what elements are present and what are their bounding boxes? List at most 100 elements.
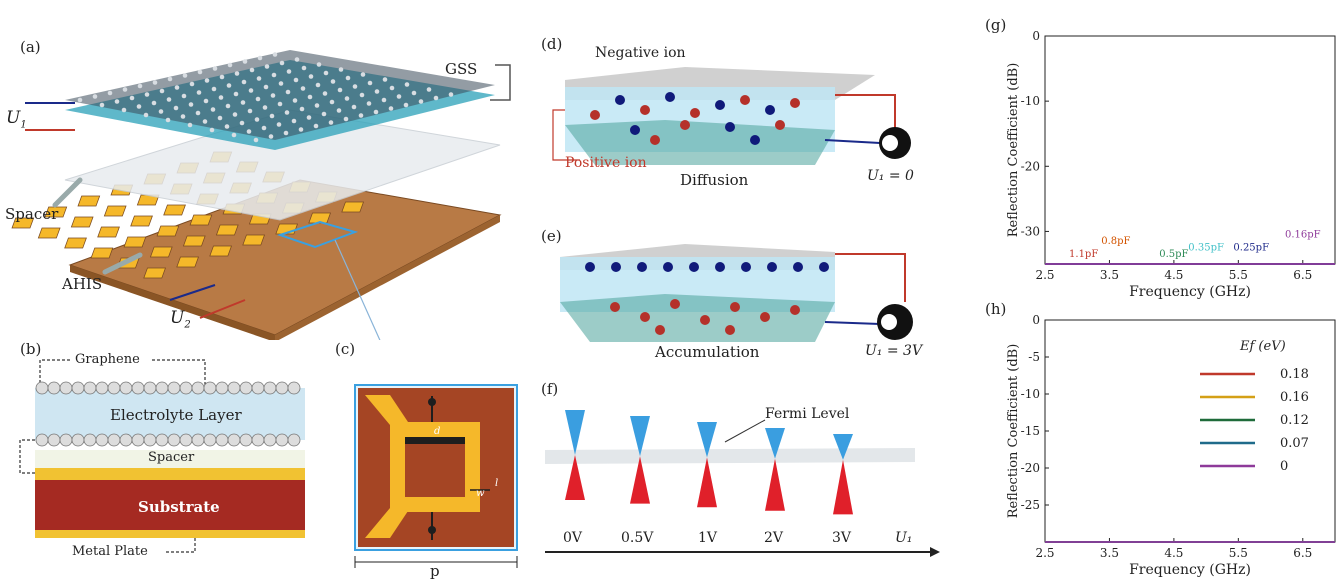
y-tick-label: -10 — [1021, 387, 1040, 401]
graphene-atom — [71, 433, 85, 447]
negative-ion — [637, 262, 647, 272]
carbon-atom — [448, 92, 454, 97]
gss-label: GSS — [445, 60, 478, 78]
tick-0v: 0V — [563, 530, 583, 546]
carbon-atom — [381, 97, 387, 103]
carbon-atom — [159, 88, 165, 94]
x-tick-label: 6.5 — [1293, 546, 1312, 560]
legend-label: 0.12 — [1280, 413, 1309, 428]
tick-2v: 2V — [764, 530, 784, 546]
positive-ion — [655, 325, 665, 335]
negative-ion-label: Negative ion — [595, 45, 686, 61]
dirac-cone-upper — [565, 410, 585, 455]
carbon-atom — [328, 120, 334, 125]
panel-e: (e) Accumulation U₁ = 3V — [535, 222, 935, 382]
gold-patch — [44, 206, 68, 218]
positive-ion — [610, 302, 620, 312]
gold-patch — [130, 215, 153, 227]
carbon-atom — [241, 79, 247, 85]
carbon-atom — [217, 115, 223, 121]
carbon-atom — [242, 59, 248, 64]
legend-label: 0.18 — [1280, 367, 1309, 382]
carbon-atom — [209, 127, 215, 133]
graphene-atom — [59, 381, 73, 395]
carbon-atom — [211, 86, 217, 92]
carbon-atom — [187, 122, 193, 128]
graphene-atom — [155, 381, 169, 395]
positive-ion — [670, 299, 680, 309]
positive-ion — [650, 135, 660, 145]
carbon-atom — [336, 108, 342, 113]
positive-ion-label: Positive ion — [565, 155, 647, 171]
legend-label: 0.16 — [1280, 390, 1309, 405]
carbon-atom — [174, 85, 180, 90]
u1-3v-label: U₁ = 3V — [865, 343, 923, 359]
carbon-atom — [313, 123, 319, 129]
carbon-atom — [358, 113, 364, 118]
negative-ion — [765, 105, 775, 115]
carbon-atom — [203, 98, 209, 104]
carbon-atom — [322, 91, 328, 96]
carbon-atom — [247, 108, 253, 114]
carbon-atom — [307, 94, 313, 100]
carbon-atom — [285, 89, 291, 95]
carbon-atom — [330, 79, 336, 84]
gold-patch — [123, 236, 147, 248]
carbon-atom — [136, 104, 142, 109]
carbon-atom — [233, 91, 239, 97]
graphene-atom — [35, 381, 49, 395]
legend-label: 0 — [1280, 459, 1288, 474]
carbon-atom — [404, 82, 410, 87]
graphene-atom — [227, 433, 241, 447]
carbon-atom — [338, 67, 344, 72]
y-tick-label: -30 — [1021, 224, 1040, 238]
carbon-atom — [232, 112, 238, 117]
x-tick-label: 5.5 — [1229, 268, 1248, 282]
graphene-atom — [215, 433, 229, 447]
x-tick-label: 2.5 — [1035, 268, 1054, 282]
panel-a: (a) GSS U1 Spacer AHIS U2 — [0, 0, 520, 340]
tick-1v: 1V — [698, 530, 718, 546]
carbon-atom — [345, 75, 351, 81]
carbon-atom — [403, 102, 409, 108]
gold-patch — [215, 224, 239, 236]
positive-ion — [790, 98, 800, 108]
x-axis-label: Frequency (GHz) — [1129, 284, 1251, 300]
substrate-label: Substrate — [138, 498, 220, 516]
carbon-atom — [166, 97, 172, 102]
carbon-atom — [299, 106, 305, 112]
carbon-atom — [308, 74, 314, 79]
gold-patch — [103, 205, 127, 217]
carbon-atom — [411, 90, 417, 96]
metal-plate-label: Metal Plate — [72, 544, 148, 559]
carbon-atom — [121, 107, 127, 113]
positive-ion — [790, 305, 800, 315]
carbon-atom — [261, 125, 267, 131]
graphene-atom — [35, 433, 49, 447]
carbon-atom — [195, 110, 201, 116]
graphene-atom — [95, 381, 109, 395]
panel-h-label: (h) — [985, 300, 1007, 318]
gold-patch — [77, 195, 101, 207]
x-tick-label: 6.5 — [1293, 268, 1312, 282]
dirac-cone-upper — [765, 428, 785, 459]
gold-patch — [176, 256, 200, 268]
dirac-cone-lower — [630, 456, 650, 504]
carbon-atom — [343, 116, 349, 122]
carbon-atom — [107, 90, 113, 96]
axis-u1-label: U₁ — [895, 530, 913, 546]
carbon-atom — [389, 85, 395, 91]
series-label: 1.1pF — [1069, 249, 1098, 260]
carbon-atom — [276, 122, 282, 127]
carbon-atom — [269, 113, 275, 119]
positive-ion — [775, 120, 785, 130]
carbon-atom — [234, 71, 240, 76]
graphene-label: Graphene — [75, 352, 140, 367]
carbon-atom — [226, 83, 232, 88]
dirac-cone-lower — [565, 455, 585, 500]
panel-c-label: (c) — [335, 340, 356, 358]
carbon-atom — [396, 94, 402, 99]
gold-patch — [341, 201, 365, 213]
y-tick-label: -25 — [1021, 498, 1040, 512]
carbon-atom — [158, 109, 164, 114]
